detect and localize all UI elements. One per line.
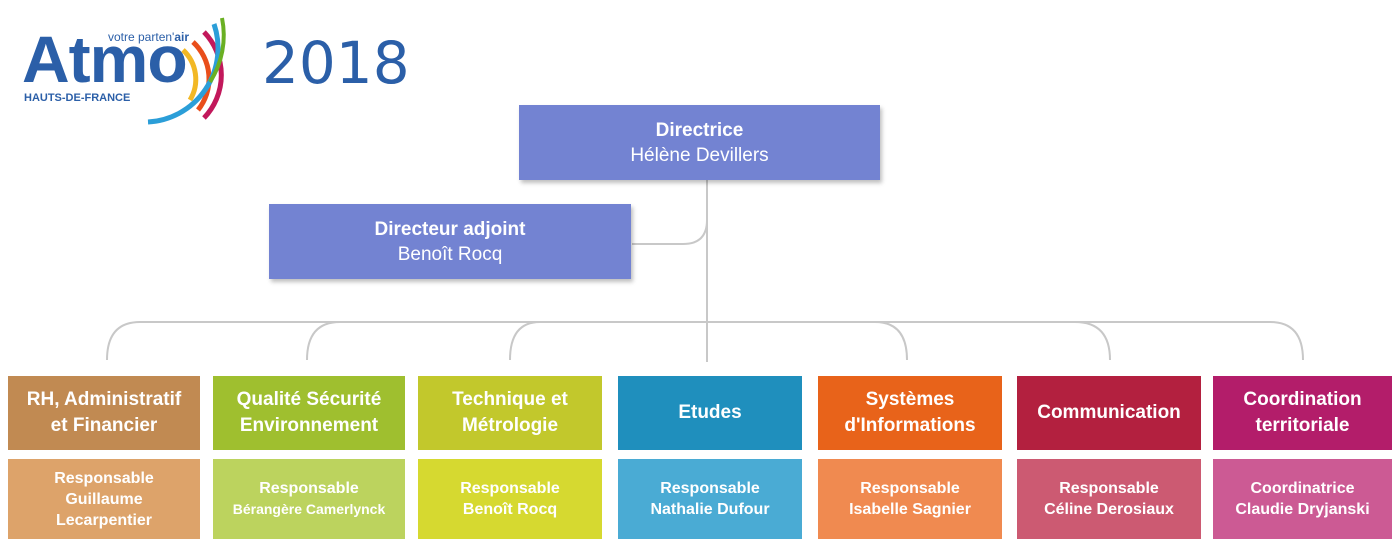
department-title-line: d'Informations — [844, 415, 976, 436]
department-lead-role: Coordinatrice — [1250, 480, 1355, 497]
department-title-3: Technique et Métrologie — [418, 376, 602, 450]
department-title-line: Métrologie — [461, 415, 559, 436]
department-title-line: Systèmes — [865, 389, 955, 410]
department-title-line: Environnement — [239, 415, 379, 436]
branch-6 — [707, 321, 1111, 361]
department-title-line: Technique et — [452, 389, 568, 410]
department-title-6: Communication — [1017, 376, 1201, 450]
deputy-branch — [632, 219, 708, 245]
department-lead-role: Responsable — [460, 480, 560, 497]
department-lead-role: Responsable — [259, 480, 359, 497]
logo-arcs-graphic — [147, 17, 226, 125]
department-lead-name: Guillaume — [65, 490, 143, 508]
department-title-4: Etudes — [618, 376, 802, 450]
department-title-line: territoriale — [1255, 415, 1350, 436]
department-title-line: Etudes — [678, 402, 742, 423]
department-lead-name: Bérangère Camerlynck — [232, 501, 386, 517]
department-title-line: Communication — [1037, 402, 1181, 423]
branch-5 — [707, 321, 908, 361]
director-box: Directrice Hélène Devillers — [519, 105, 880, 180]
logo-region: HAUTS-DE-FRANCE — [24, 92, 131, 104]
deputy-box: Directeur adjoint Benoît Rocq — [269, 204, 631, 279]
department-title-1: RH, Administratif et Financier — [8, 376, 200, 450]
department-lead-role: Responsable — [1059, 480, 1159, 497]
atmo-logo: votre parten'air Atmo HAUTS-DE-FRANCE — [18, 10, 238, 125]
department-lead-name: Nathalie Dufour — [650, 501, 770, 518]
department-lead-role: Responsable — [860, 480, 960, 497]
department-title-5: Systèmes d'Informations — [818, 376, 1002, 450]
director-role: Directrice — [655, 119, 744, 141]
department-lead-name: Céline Derosiaux — [1044, 501, 1174, 518]
department-lead-name: Isabelle Sagnier — [849, 501, 971, 518]
department-lead-role: Responsable — [660, 480, 760, 497]
branch-7 — [707, 321, 1304, 361]
department-title-line: Coordination — [1243, 389, 1362, 410]
branch-1 — [106, 321, 707, 361]
branch-3 — [509, 321, 707, 361]
department-title-line: Qualité Sécurité — [236, 389, 382, 410]
department-lead-name: Benoît Rocq — [462, 501, 558, 518]
branch-2 — [306, 321, 707, 361]
deputy-role: Directeur adjoint — [374, 218, 526, 240]
logo-wordmark: Atmo — [22, 22, 188, 96]
department-lead-name: Claudie Dryjanski — [1235, 501, 1370, 518]
deputy-name: Benoît Rocq — [397, 243, 503, 265]
director-name: Hélène Devillers — [630, 144, 769, 166]
year-title: 2018 — [262, 29, 410, 97]
department-title-line: RH, Administratif — [26, 389, 182, 410]
department-lead-role: Responsable — [54, 469, 154, 487]
logo-tagline: votre parten'air — [108, 30, 190, 44]
department-lead-name: Lecarpentier — [55, 511, 153, 529]
department-title-7: Coordination territoriale — [1213, 376, 1392, 450]
department-title-line: et Financier — [50, 415, 158, 436]
